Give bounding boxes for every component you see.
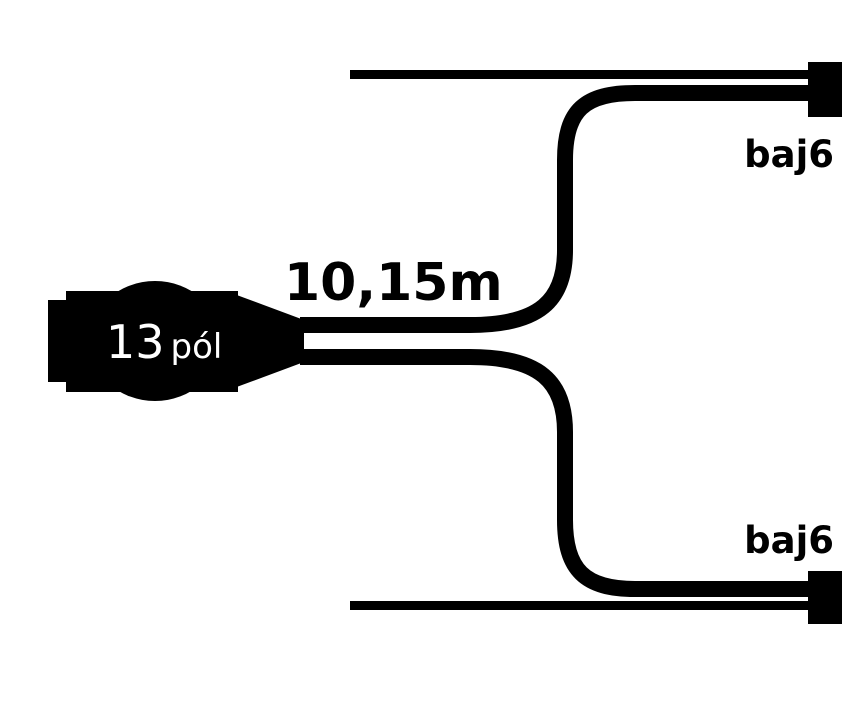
cable-length-label: 10,15m [284,253,503,313]
upper-reference-line [350,70,810,79]
plug-pin-count: 13 [106,315,165,369]
upper-socket [808,62,842,117]
lower-cable-branch [300,349,812,597]
lower-socket [808,571,842,624]
lower-reference-line [350,601,810,610]
upper-cable-branch [300,85,812,333]
upper-bulb-label: baj6 [744,133,834,176]
plug-connector [48,281,304,401]
plug-pin-unit: pól [171,327,223,367]
lower-bulb-label: baj6 [744,519,834,562]
